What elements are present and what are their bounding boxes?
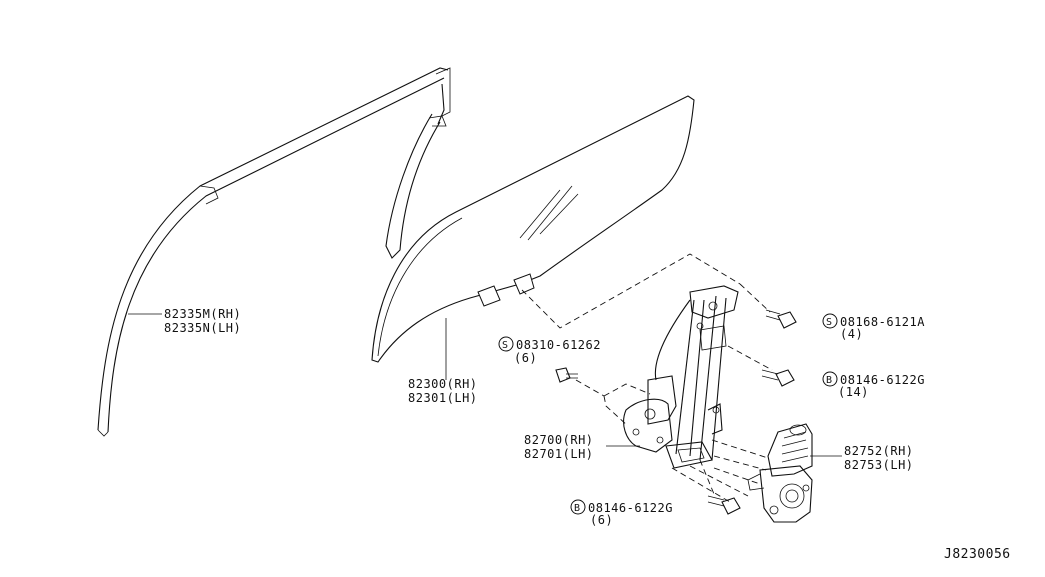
label-82301: 82301(LH): [408, 391, 478, 405]
label-82335m: 82335M(RH): [164, 307, 241, 321]
s-symbol-icon: [822, 313, 838, 329]
b-symbol-icon: [570, 499, 586, 515]
callout-regulator: 82700(RH) 82701(LH): [524, 433, 594, 461]
symbol-letter: S: [826, 317, 833, 328]
callout-weatherstrip: 82335M(RH) 82335N(LH): [164, 307, 241, 335]
label-82701: 82701(LH): [524, 447, 594, 461]
qty-bolt-top: (4): [840, 327, 863, 341]
b-symbol-icon: [822, 371, 838, 387]
callout-bolt-b-mid: B 08146-6122G (14): [822, 371, 925, 399]
bolt-08146-mid: [761, 369, 795, 387]
bolt-08168: [765, 309, 797, 329]
qty-bolt-mid: (14): [838, 385, 869, 399]
label-08146-6122g-mid: 08146-6122G: [840, 373, 925, 387]
qty-bolt-low: (6): [590, 513, 613, 527]
label-82753: 82753(LH): [844, 458, 914, 472]
label-08146-6122g-low: 08146-6122G: [588, 501, 673, 515]
symbol-letter: S: [502, 340, 509, 351]
label-82752: 82752(RH): [844, 444, 914, 458]
window-motor: [747, 423, 813, 523]
label-82700: 82700(RH): [524, 433, 594, 447]
symbol-letter: B: [574, 503, 581, 514]
label-82300: 82300(RH): [408, 377, 478, 391]
callout-screw-s: S 08310-61262 (6): [498, 336, 601, 365]
label-08310-61262: 08310-61262: [516, 338, 601, 352]
screw-08310: [555, 367, 578, 383]
door-glass: [371, 95, 695, 363]
diagram-id: J8230056: [944, 547, 1011, 562]
bolt-08146-low: [707, 495, 741, 515]
qty-screw: (6): [514, 351, 537, 365]
callout-bolt-s-top: S 08168-6121A (4): [822, 313, 925, 341]
symbol-letter: B: [826, 375, 833, 386]
relation-lines: [521, 253, 773, 503]
s-symbol-icon: [498, 336, 514, 352]
callout-glass: 82300(RH) 82301(LH): [408, 377, 478, 405]
label-08168-6121a: 08168-6121A: [840, 315, 925, 329]
door-sash-weatherstrip: [97, 67, 451, 437]
leader-lines: [128, 313, 842, 457]
callout-bolt-b-low: B 08146-6122G (6): [570, 499, 673, 527]
callout-motor: 82752(RH) 82753(LH): [844, 444, 914, 472]
label-82335n: 82335N(LH): [164, 321, 241, 335]
window-regulator: [623, 285, 739, 469]
